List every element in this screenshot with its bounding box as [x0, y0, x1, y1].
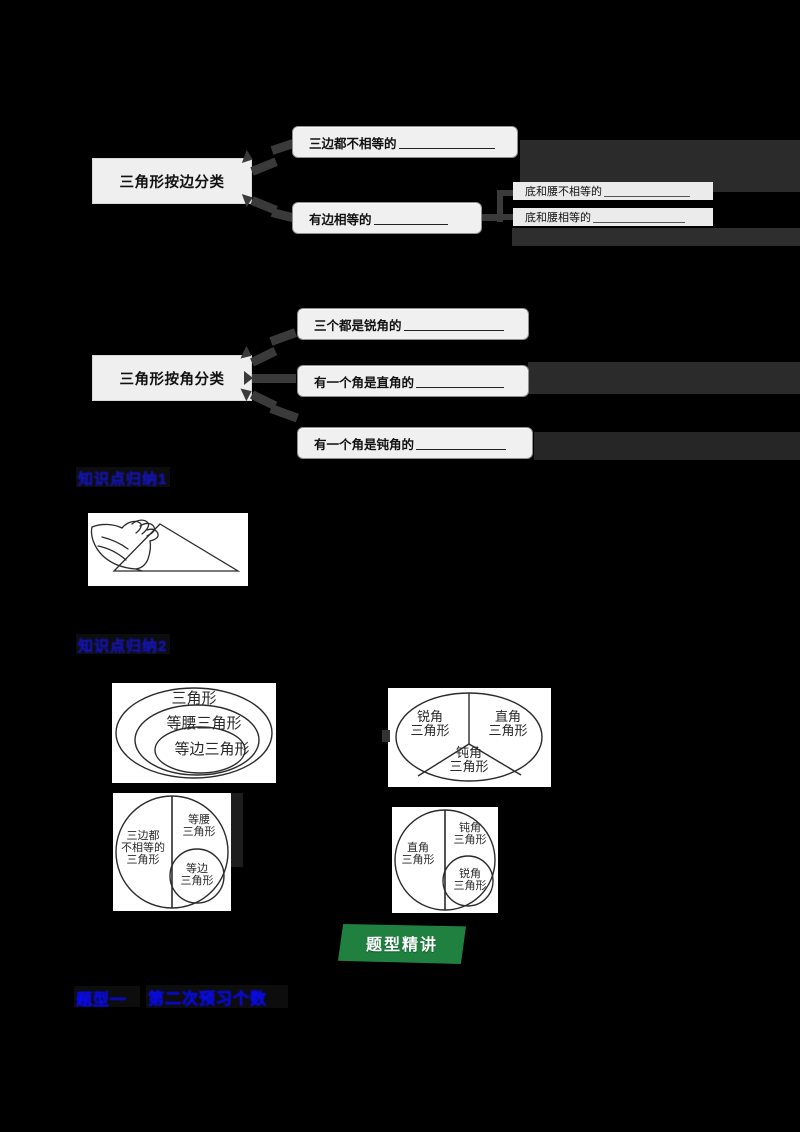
- node-side-branch-1-label: 有边相等的: [309, 212, 372, 227]
- node-root-by-side-label: 三角形按边分类: [119, 174, 225, 191]
- fill-blank[interactable]: [593, 211, 685, 223]
- heading-knowledge-1: 知识点归纳1: [78, 471, 168, 488]
- venn-split-side-plate: 三边都 不相等的 三角形 等腰 三角形 等边 三角形: [113, 793, 231, 911]
- heading-3-text-wrap: [146, 985, 288, 1008]
- heading-1-wrap: [76, 467, 170, 487]
- connector-arrow-side-2: [241, 190, 256, 208]
- scan-shadow-band: [534, 432, 800, 460]
- venn-split-side-left: 三边都 不相等的 三角形: [121, 830, 165, 866]
- node-side-subbranch-0[interactable]: 底和腰不相等的: [513, 182, 713, 200]
- node-angle-branch-1-label: 有一个角是直角的: [314, 375, 415, 390]
- connector-side-1: [250, 157, 278, 176]
- fill-blank[interactable]: [403, 317, 504, 331]
- scan-shadow-dot: [382, 730, 390, 742]
- scan-shadow-band: [231, 793, 243, 867]
- hand-triangle-svg: [90, 519, 241, 572]
- node-angle-branch-2[interactable]: 有一个角是钝角的: [297, 427, 533, 459]
- venn-nested-plate: 三角形 等腰三角形 等边三角形: [112, 683, 276, 783]
- connector-arrow-side-1: [241, 149, 256, 167]
- figure-hand-triangle-plate: [88, 513, 248, 586]
- node-angle-branch-0-label: 三个都是锐角的: [314, 318, 402, 333]
- fill-blank[interactable]: [416, 374, 505, 388]
- venn-thirds-svg: [395, 692, 543, 782]
- venn-nested-ring-0: 三角形: [171, 691, 217, 707]
- node-root-by-angle[interactable]: 三角形按角分类: [92, 355, 252, 401]
- fill-blank[interactable]: [416, 436, 507, 450]
- scan-shadow-band: [512, 228, 800, 246]
- venn-thirds-part-2: 钝角 三角形: [449, 745, 489, 775]
- connector-side-sub-2: [497, 214, 513, 220]
- venn-nested-ring-1: 等腰三角形: [166, 716, 242, 732]
- heading-knowledge-2: 知识点归纳2: [78, 638, 168, 655]
- node-side-subbranch-0-label: 底和腰不相等的: [525, 186, 602, 198]
- heading-problem-type-tag: 题型一: [76, 992, 128, 1010]
- fill-blank[interactable]: [398, 135, 495, 149]
- connector-angle-2: [252, 374, 296, 383]
- scan-shadow-band: [528, 362, 800, 394]
- venn-split-angle-right-outer: 钝角 三角形: [453, 822, 487, 846]
- node-root-by-angle-label: 三角形按角分类: [119, 371, 225, 388]
- section-banner-label: 题型精讲: [365, 937, 438, 954]
- node-side-subbranch-1[interactable]: 底和腰相等的: [513, 208, 713, 226]
- node-side-branch-1[interactable]: 有边相等的: [292, 202, 482, 234]
- node-angle-branch-0[interactable]: 三个都是锐角的: [297, 308, 529, 340]
- connector-angle-3b: [269, 404, 299, 423]
- connector-arrow-angle-2: [244, 371, 253, 385]
- fill-blank[interactable]: [604, 185, 690, 197]
- venn-split-angle-right-inner: 锐角 三角形: [453, 868, 487, 892]
- node-side-branch-0-label: 三边都不相等的: [309, 136, 397, 151]
- fill-blank[interactable]: [373, 211, 448, 225]
- venn-split-angle-left: 直角 三角形: [401, 842, 435, 866]
- connector-side-sub-1: [497, 190, 513, 196]
- node-angle-branch-2-label: 有一个角是钝角的: [314, 437, 415, 452]
- heading-problem-type-text: 第二次预习个数: [148, 991, 268, 1009]
- heading-2-wrap: [76, 634, 170, 654]
- venn-nested-svg: [115, 687, 273, 779]
- venn-split-angle-plate: 直角 三角形 钝角 三角形 锐角 三角形: [392, 807, 498, 913]
- venn-thirds-plate: 锐角 三角形 直角 三角形 钝角 三角形: [388, 688, 551, 787]
- connector-side-sub-vert: [497, 192, 503, 222]
- connector-side-sub-stem: [482, 214, 500, 221]
- venn-thirds-part-1: 直角 三角形: [488, 709, 528, 739]
- node-side-subbranch-1-label: 底和腰相等的: [525, 212, 591, 224]
- node-root-by-side[interactable]: 三角形按边分类: [92, 158, 252, 204]
- node-angle-branch-1[interactable]: 有一个角是直角的: [297, 365, 529, 397]
- node-side-branch-0[interactable]: 三边都不相等的: [292, 126, 518, 158]
- venn-split-angle-svg: [394, 809, 496, 911]
- venn-thirds-part-0: 锐角 三角形: [410, 709, 450, 739]
- venn-split-side-right-outer: 等腰 三角形: [182, 814, 216, 838]
- heading-3-tag-wrap: [74, 986, 140, 1007]
- venn-nested-ring-2: 等边三角形: [174, 742, 250, 758]
- venn-split-side-svg: [115, 795, 229, 909]
- connector-angle-1b: [269, 328, 297, 346]
- venn-split-side-right-inner: 等边 三角形: [180, 863, 214, 887]
- section-banner-exercise[interactable]: 题型精讲: [338, 924, 466, 964]
